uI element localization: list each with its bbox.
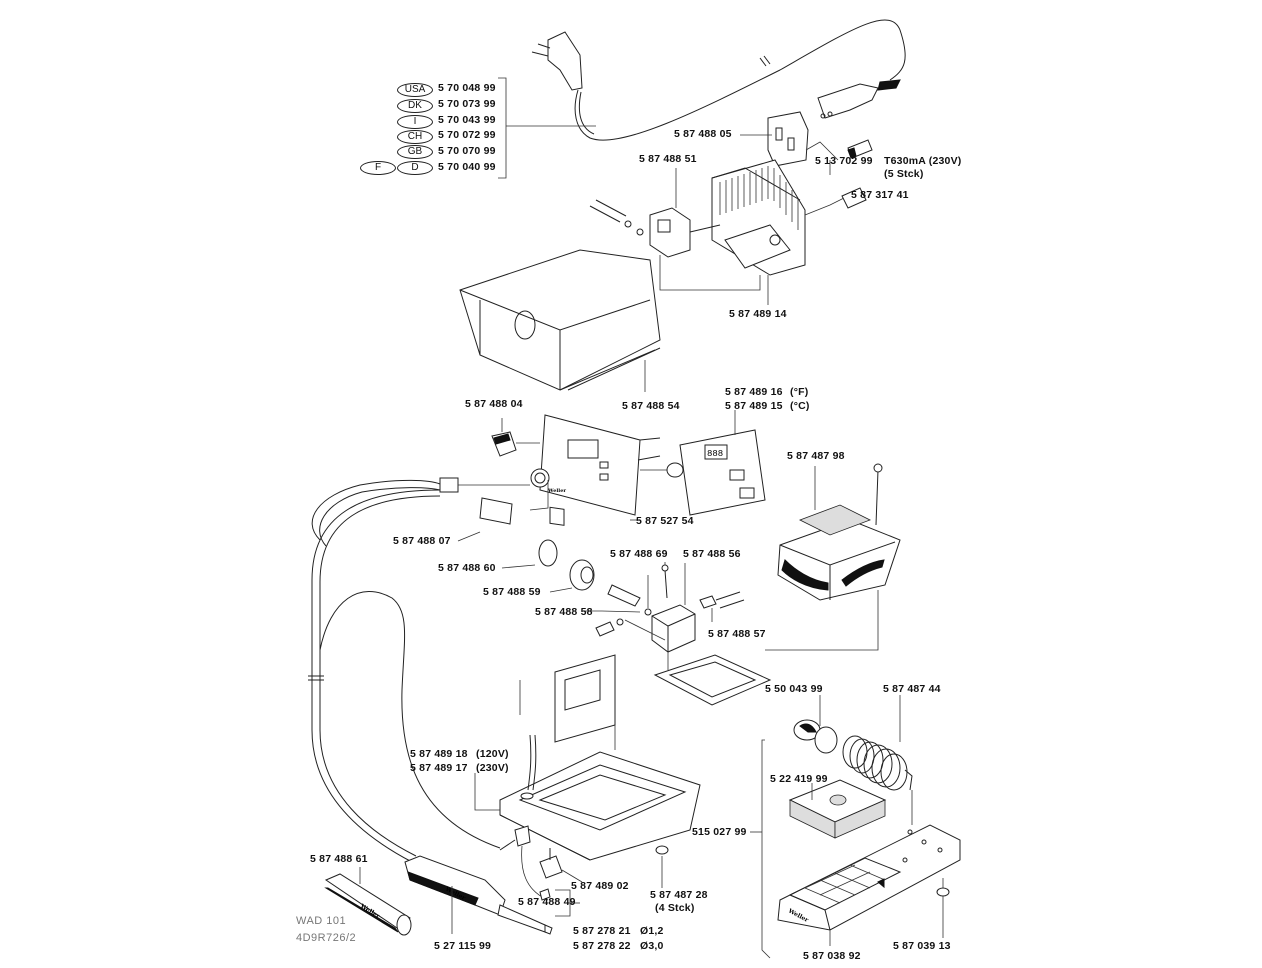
country-badge-f: F (360, 161, 396, 175)
label-iron: 5 27 115 99 (434, 940, 492, 952)
label-fuse-qty: (5 Stck) (884, 168, 924, 180)
country-badge-usa: USA (397, 83, 433, 97)
label-tip-small: 5 87 278 21 (573, 925, 631, 937)
part-number-d: 5 70 040 99 (438, 161, 496, 173)
label-control-board-f: 5 87 489 16 (725, 386, 783, 398)
label-screw: 5 87 488 69 (610, 548, 668, 560)
part-number-usa: 5 70 048 99 (438, 82, 496, 94)
part-number-ch: 5 70 072 99 (438, 129, 496, 141)
valve-drawing (589, 168, 721, 258)
label-shaft: 5 87 488 58 (535, 606, 593, 618)
label-pump-block: 5 87 488 56 (683, 548, 741, 560)
drawing-number: 4D9R726/2 (296, 932, 357, 944)
label-socket: 5 87 488 05 (674, 128, 732, 140)
heat-shield-drawing (519, 654, 616, 750)
label-front-panel: 5 87 527 54 (636, 515, 694, 527)
label-fuse-spec: T630mA (230V) (884, 155, 962, 167)
label-sleeve: 5 50 043 99 (765, 683, 823, 695)
label-fitting: 5 87 317 41 (851, 189, 909, 201)
country-badge-ch: CH (397, 130, 433, 144)
gasket-plate-drawing (653, 654, 772, 706)
base-drawing (474, 734, 701, 861)
label-control-board-c-unit: (°C) (790, 400, 810, 412)
label-tip-large: 5 87 278 22 (573, 940, 631, 952)
label-knob: 5 87 488 59 (483, 586, 541, 598)
label-power-board: 5 87 489 14 (729, 308, 787, 320)
power-cord (531, 19, 906, 141)
label-bracket: 5 87 489 02 (571, 880, 629, 892)
label-stand-tray: 5 87 038 92 (803, 950, 861, 962)
label-tip-large-dia: Ø3,0 (640, 940, 664, 952)
front-panel-drawing: Weller (529, 414, 661, 526)
part-number-i: 5 70 043 99 (438, 114, 496, 126)
hose-connector-drawing (311, 477, 530, 547)
window-drawing (457, 497, 513, 542)
label-stand-foot: 5 87 039 13 (893, 940, 951, 952)
pump-block-drawing (595, 562, 745, 670)
label-knob-cap: 5 87 488 60 (438, 562, 496, 574)
small-parts-drawing (499, 825, 669, 901)
cover-drawing (459, 249, 661, 392)
country-badge-gb: GB (397, 145, 433, 159)
label-sponge: 5 22 419 99 (770, 773, 828, 785)
country-badge-d: D (397, 161, 433, 175)
switch-drawing (491, 418, 540, 457)
svg-text:Weller: Weller (547, 488, 566, 494)
label-control-board-c: 5 87 489 15 (725, 400, 783, 412)
stand-drawing: Weller (750, 695, 961, 959)
socket-drawing (740, 111, 873, 175)
label-control-board-f-unit: (°F) (790, 386, 809, 398)
country-badge-i: I (397, 115, 433, 129)
knob-drawing (501, 539, 641, 613)
label-grip-tool: 5 87 488 61 (310, 853, 368, 865)
transformer-drawing (765, 463, 901, 651)
label-switch: 5 87 488 04 (465, 398, 523, 410)
model-name: WAD 101 (296, 915, 347, 927)
label-cover: 5 87 488 54 (622, 400, 680, 412)
label-feet: 5 87 487 28 (650, 889, 708, 901)
label-stand: 515 027 99 (692, 826, 747, 838)
label-transformer: 5 87 487 98 (787, 450, 845, 462)
control-board-drawing: 888 (640, 410, 766, 516)
part-number-dk: 5 70 073 99 (438, 98, 496, 110)
label-base-120-unit: (120V) (476, 748, 509, 760)
label-base-230: 5 87 489 17 (410, 762, 468, 774)
power-board-drawing (659, 159, 867, 305)
part-number-gb: 5 70 070 99 (438, 145, 496, 157)
cord-bracket (498, 77, 596, 179)
label-elbow: 5 87 488 49 (518, 896, 576, 908)
label-base-230-unit: (230V) (476, 762, 509, 774)
label-window: 5 87 488 07 (393, 535, 451, 547)
label-base-120: 5 87 489 18 (410, 748, 468, 760)
label-spring: 5 87 487 44 (883, 683, 941, 695)
iron-hose-drawing (308, 489, 501, 863)
label-valve: 5 87 488 51 (639, 153, 697, 165)
grip-tool-drawing: Weller (324, 867, 412, 936)
label-fuse: 5 13 702 99 (815, 155, 873, 167)
country-badge-dk: DK (397, 99, 433, 113)
label-nozzle-fitting: 5 87 488 57 (708, 628, 766, 640)
label-feet-qty: (4 Stck) (655, 902, 695, 914)
label-tip-small-dia: Ø1,2 (640, 925, 664, 937)
svg-text:888: 888 (707, 449, 723, 459)
